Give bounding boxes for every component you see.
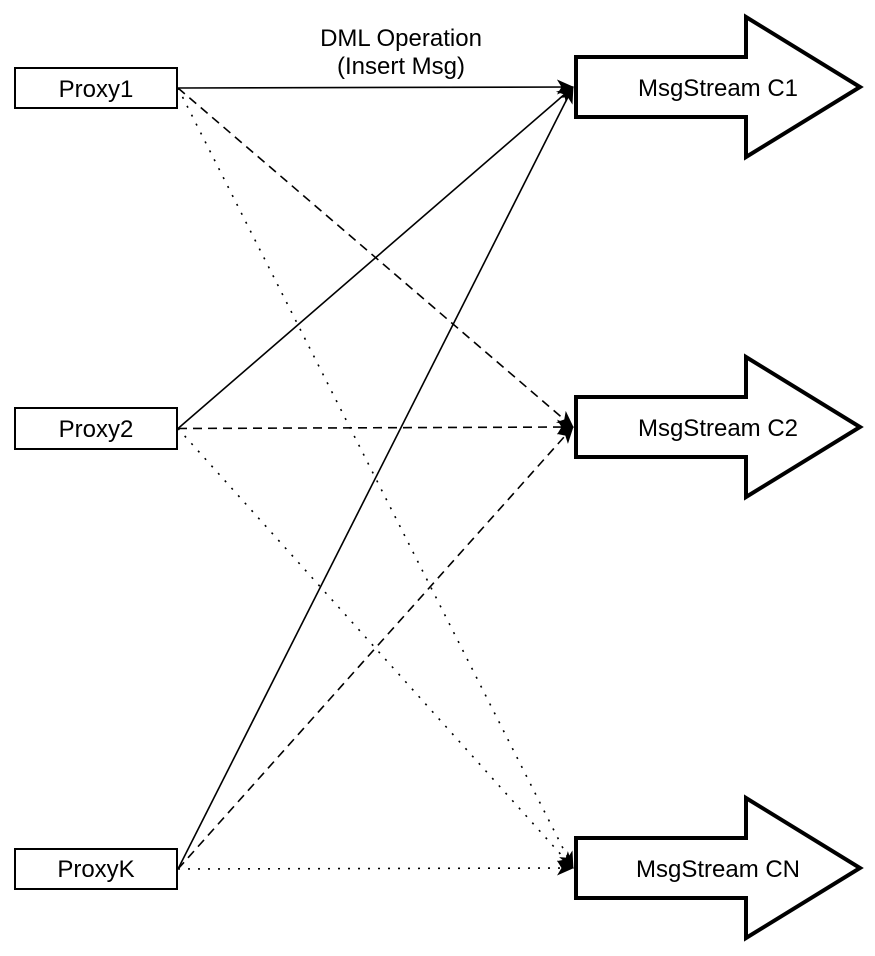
stream-c1-label: MsgStream C1 <box>638 75 798 102</box>
stream-cn-arrow-shape <box>574 794 864 942</box>
edge-proxy2-to-c2 <box>177 419 574 435</box>
proxy-node-proxyk: ProxyK <box>14 848 178 890</box>
stream-cn-label: MsgStream CN <box>636 856 800 883</box>
stream-c2-label: MsgStream C2 <box>638 415 798 442</box>
edge-proxy1-to-c2 <box>177 87 574 428</box>
stream-c2-arrow-shape <box>574 353 864 501</box>
annotation-line2: (Insert Msg) <box>337 53 465 80</box>
proxy-node-proxy2: Proxy2 <box>14 407 178 450</box>
edge-proxyk-to-c1 <box>177 86 574 870</box>
annotation-line1: DML Operation <box>320 25 482 52</box>
stream-node-c2: MsgStream C2 <box>574 353 864 501</box>
proxy-node-proxy1: Proxy1 <box>14 67 178 109</box>
proxy2-box <box>14 407 178 450</box>
stream-node-cn: MsgStream CN <box>574 794 864 942</box>
proxy1-label: Proxy1 <box>59 76 134 103</box>
stream-node-c1: MsgStream C1 <box>574 13 864 161</box>
edge-proxyk-to-c2 <box>177 426 574 870</box>
stream-c1-arrow-shape <box>574 13 864 161</box>
edges <box>177 79 574 876</box>
proxyk-box <box>14 848 178 890</box>
proxy1-box <box>14 67 178 109</box>
proxy2-label: Proxy2 <box>59 416 134 443</box>
edge-proxyk-to-cn <box>177 860 574 876</box>
proxyk-label: ProxyK <box>57 856 134 883</box>
edge-annotation: DML Operation (Insert Msg) <box>320 25 482 80</box>
edge-proxy1-to-c1 <box>177 79 574 95</box>
